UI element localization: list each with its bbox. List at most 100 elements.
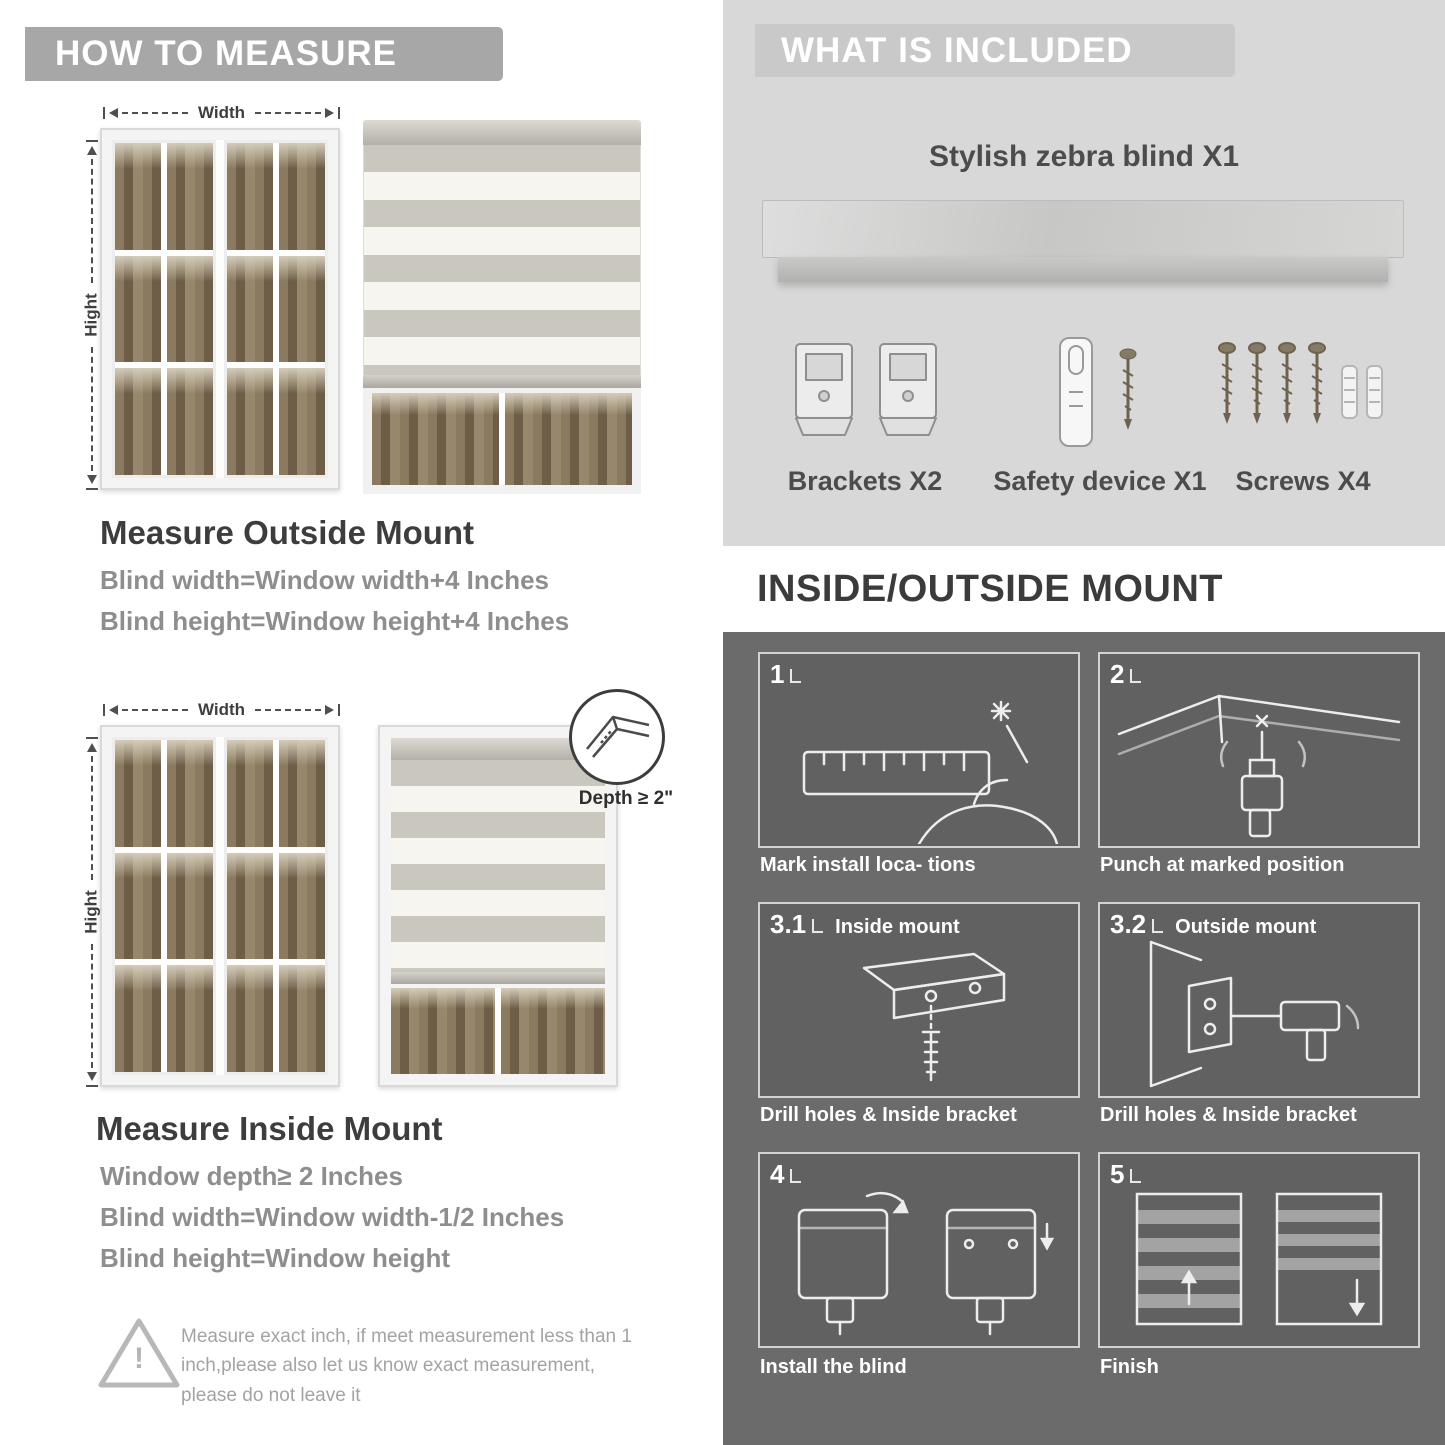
arrow-tick <box>103 107 105 119</box>
arrow-down-icon <box>86 475 97 484</box>
step-panel-3-1: 3.1 Inside mount <box>758 902 1080 1098</box>
window-sash <box>112 737 216 1075</box>
step-caption-3-1: Drill holes & Inside bracket <box>760 1104 1017 1126</box>
install-blind-illustration <box>797 1191 1055 1336</box>
glass-pane <box>279 255 325 363</box>
step-caption-3-2: Drill holes & Inside bracket <box>1100 1104 1357 1126</box>
what-is-included-title: WHAT IS INCLUDED <box>781 31 1133 70</box>
inside-mount-heading: Measure Inside Mount <box>96 1110 443 1147</box>
glass-pane <box>167 965 213 1072</box>
glass-pane <box>167 852 213 960</box>
width-measure-arrow: Width <box>103 700 340 720</box>
height-label: Hight <box>81 293 101 337</box>
blind-stripes <box>363 145 641 375</box>
window-sash <box>112 140 216 478</box>
exclamation-mark: ! <box>134 1342 144 1375</box>
glass-pane <box>227 368 273 475</box>
glass-pane <box>227 255 273 363</box>
width-label: Width <box>197 700 246 719</box>
outside-bracket-illustration <box>1149 940 1360 1088</box>
width-measure-arrow: Width <box>103 103 340 123</box>
height-measure-arrow: Hight <box>70 140 113 490</box>
mount-section-title: INSIDE/OUTSIDE MOUNT <box>757 568 1224 610</box>
screw-icon <box>1119 348 1137 430</box>
step-panel-3-2: 3.2 Outside mount <box>1098 902 1420 1098</box>
glass-pane <box>372 393 499 485</box>
brackets-label: Brackets X2 <box>787 466 943 496</box>
step-number-text: 4 <box>770 1159 801 1190</box>
window-sashes <box>112 737 328 1075</box>
arrow-up-icon <box>86 743 97 752</box>
arrow-down-icon <box>86 1072 97 1081</box>
step-panel-1: 1 <box>758 652 1080 848</box>
arrow-left-icon <box>109 705 118 715</box>
outside-mount-line-1: Blind width=Window width+4 Inches <box>100 565 549 595</box>
step-caption-1: Mark install loca- tions <box>760 854 976 876</box>
height-label: Hight <box>81 890 101 934</box>
screw-icon <box>1218 342 1326 424</box>
step-caption-4: Install the blind <box>760 1356 907 1378</box>
screws-label: Screws X4 <box>1235 466 1371 496</box>
glass-pane <box>227 740 273 847</box>
blind-bottom-rail <box>391 972 605 984</box>
arrow-dash <box>122 709 188 711</box>
window-sash <box>224 140 328 478</box>
glass-pane <box>501 988 605 1074</box>
arrow-tick <box>85 488 98 490</box>
glass-pane <box>391 988 495 1074</box>
window-illustration-outside <box>100 128 340 490</box>
outside-mount-line-2: Blind height=Window height+4 Inches <box>100 606 570 636</box>
glass-pane <box>279 852 325 960</box>
safety-device-icon <box>1059 337 1137 447</box>
step-number-text: 1 <box>770 659 801 690</box>
zebra-blind-outside-illustration <box>363 120 641 494</box>
arrow-up-icon <box>86 146 97 155</box>
glass-pane <box>167 740 213 847</box>
step-number: 4 <box>770 1159 801 1190</box>
glass-pane <box>115 143 161 250</box>
window-glass-below <box>391 988 605 1074</box>
mark-location-illustration <box>802 700 1059 844</box>
arrow-dash <box>90 756 93 880</box>
step-number: 1 <box>770 659 801 690</box>
arrow-tick <box>85 737 98 739</box>
safety-device-label: Safety device X1 <box>993 466 1207 496</box>
glass-pane <box>115 740 161 847</box>
glass-pane <box>279 740 325 847</box>
width-label: Width <box>197 103 246 122</box>
what-is-included-banner: WHAT IS INCLUDED <box>755 24 1235 77</box>
window-below-blind <box>363 388 641 494</box>
arrow-tick <box>85 140 98 142</box>
blind-inside-window-illustration <box>378 725 618 1087</box>
blind-headrail-illustration <box>762 200 1404 258</box>
arrow-dash <box>122 112 188 114</box>
blind-headrail <box>391 738 605 760</box>
arrow-tick <box>338 704 340 716</box>
glass-pane <box>279 368 325 475</box>
inside-mount-line-1: Window depth≥ 2 Inches <box>100 1161 403 1191</box>
product-label: Stylish zebra blind X1 <box>928 140 1240 173</box>
step-panel-2: 2 <box>1098 652 1420 848</box>
warning-triangle-icon: ! <box>96 1314 182 1394</box>
window-sash <box>224 737 328 1075</box>
arrow-dash <box>90 159 93 283</box>
inside-mount-line-3: Blind height=Window height <box>100 1243 450 1273</box>
glass-pane <box>279 965 325 1072</box>
arrow-dash <box>90 347 93 471</box>
step-number-text: 3.2 <box>1110 909 1163 940</box>
arrow-tick <box>338 107 340 119</box>
window-sashes <box>112 140 328 478</box>
arrow-tick <box>103 704 105 716</box>
brackets-icon <box>795 343 937 436</box>
depth-detail-magnifier <box>569 689 665 785</box>
screws-icon <box>1218 342 1383 424</box>
glass-pane <box>227 965 273 1072</box>
step-caption-5: Finish <box>1100 1356 1159 1378</box>
how-to-measure-banner: HOW TO MEASURE <box>25 27 503 81</box>
blind-bottom-rail <box>363 375 641 388</box>
glass-pane <box>115 852 161 960</box>
height-measure-arrow: Hight <box>70 737 113 1087</box>
step-label: Outside mount <box>1175 916 1317 938</box>
glass-pane <box>115 965 161 1072</box>
